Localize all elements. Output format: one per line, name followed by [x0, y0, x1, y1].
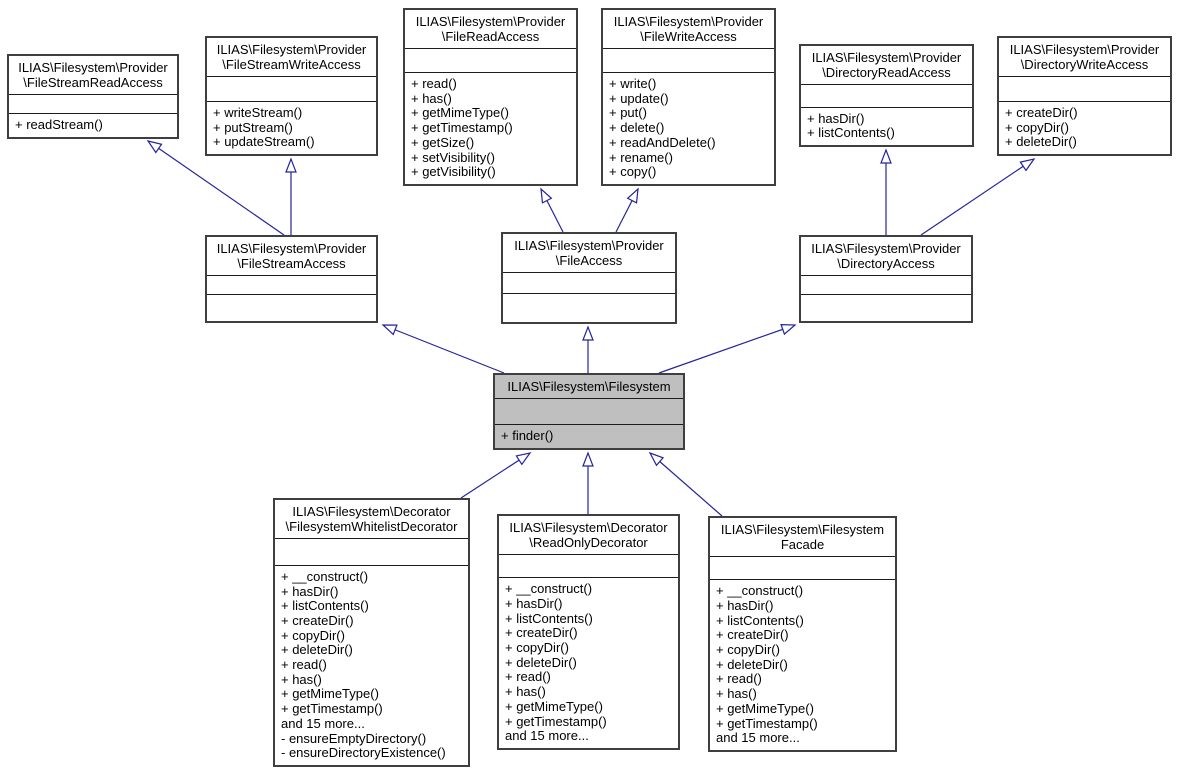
class-box-directoryaccess[interactable]: ILIAS\Filesystem\Provider \DirectoryAcce… [799, 235, 973, 323]
class-methods: + read() + has() + getMimeType() + getTi… [411, 76, 513, 180]
class-title: ILIAS\Filesystem\Decorator \FilesystemWh… [285, 504, 458, 534]
arrow-filesystemfacade-to-filesystem [648, 451, 723, 517]
class-box-fileaccess[interactable]: ILIAS\Filesystem\Provider \FileAccess [501, 232, 677, 324]
class-attributes-compartment [495, 398, 683, 426]
arrow-whitelistdecorator-to-filesystem [460, 452, 532, 499]
class-box-filewriteaccess[interactable]: ILIAS\Filesystem\Provider \FileWriteAcce… [601, 8, 776, 186]
class-methods-compartment [801, 295, 971, 321]
class-methods-compartment [503, 294, 675, 322]
arrow-directoryaccess-to-directorywriteaccess [920, 158, 1036, 236]
class-box-filesystemwhitelistdecorator[interactable]: ILIAS\Filesystem\Decorator \FilesystemWh… [273, 498, 470, 767]
class-attributes-compartment [801, 275, 971, 295]
class-title: ILIAS\Filesystem\Provider \FileWriteAcce… [613, 14, 764, 44]
class-title: ILIAS\Filesystem\Provider \FileStreamWri… [216, 42, 367, 72]
class-title: ILIAS\Filesystem\Decorator \ReadOnlyDeco… [509, 520, 668, 550]
class-attributes-compartment [9, 94, 177, 115]
class-attributes-compartment [503, 272, 675, 294]
class-title: ILIAS\Filesystem\Provider \DirectoryRead… [811, 50, 962, 80]
class-attributes-compartment [207, 275, 376, 295]
class-attributes-compartment [275, 538, 468, 566]
class-box-readonlydecorator[interactable]: ILIAS\Filesystem\Decorator \ReadOnlyDeco… [497, 514, 680, 750]
class-attributes-compartment [710, 556, 895, 581]
class-methods: + write() + update() + put() + delete() … [609, 76, 716, 180]
class-attributes-compartment [999, 76, 1170, 102]
class-title: ILIAS\Filesystem\Provider \FileStreamAcc… [216, 241, 367, 271]
class-box-filesystem-highlighted[interactable]: ILIAS\Filesystem\Filesystem + finder() [493, 373, 685, 450]
class-methods: + readStream() [15, 117, 103, 133]
class-attributes-compartment [405, 48, 576, 74]
arrow-filesystem-to-filestreamaccess [381, 324, 505, 374]
class-methods: + writeStream() + putStream() + updateSt… [213, 104, 315, 150]
class-box-filestreamreadaccess[interactable]: ILIAS\Filesystem\Provider \FileStreamRea… [7, 54, 179, 139]
class-methods: + createDir() + copyDir() + deleteDir() [1005, 104, 1078, 150]
class-attributes-compartment [801, 84, 972, 108]
class-methods: + __construct() + hasDir() + listContent… [716, 583, 818, 746]
class-title: ILIAS\Filesystem\Provider \FileStreamRea… [18, 60, 168, 90]
class-title: ILIAS\Filesystem\Provider \DirectoryWrit… [1009, 42, 1160, 72]
class-title: ILIAS\Filesystem\Provider \FileAccess [514, 238, 664, 268]
class-box-filesystemfacade[interactable]: ILIAS\Filesystem\Filesystem Facade + __c… [708, 516, 897, 752]
class-box-directoryreadaccess[interactable]: ILIAS\Filesystem\Provider \DirectoryRead… [799, 44, 974, 147]
class-methods: + finder() [501, 428, 554, 444]
class-methods: + hasDir() + listContents() [807, 110, 895, 141]
class-box-filestreamaccess[interactable]: ILIAS\Filesystem\Provider \FileStreamAcc… [205, 235, 378, 323]
arrow-fileaccess-to-filewriteaccess [615, 187, 639, 233]
arrow-filestreamaccess-to-filestreamreadaccess [146, 140, 285, 236]
arrow-fileaccess-to-filereadaccess [540, 187, 564, 233]
class-box-directorywriteaccess[interactable]: ILIAS\Filesystem\Provider \DirectoryWrit… [997, 36, 1172, 156]
class-title: ILIAS\Filesystem\Filesystem [507, 379, 671, 394]
arrow-filesystem-to-directoryaccess [658, 323, 797, 374]
class-methods: + __construct() + hasDir() + listContent… [505, 581, 607, 744]
class-title: ILIAS\Filesystem\Filesystem Facade [720, 522, 885, 552]
class-methods-compartment [207, 295, 376, 321]
class-methods: + __construct() + hasDir() + listContent… [281, 568, 446, 761]
class-box-filestreamwriteaccess[interactable]: ILIAS\Filesystem\Provider \FileStreamWri… [205, 36, 378, 156]
class-attributes-compartment [207, 76, 376, 102]
class-attributes-compartment [499, 554, 678, 579]
class-attributes-compartment [603, 48, 774, 74]
class-title: ILIAS\Filesystem\Provider \DirectoryAcce… [811, 241, 961, 271]
class-box-filereadaccess[interactable]: ILIAS\Filesystem\Provider \FileReadAcces… [403, 8, 578, 186]
class-title: ILIAS\Filesystem\Provider \FileReadAcces… [415, 14, 566, 44]
